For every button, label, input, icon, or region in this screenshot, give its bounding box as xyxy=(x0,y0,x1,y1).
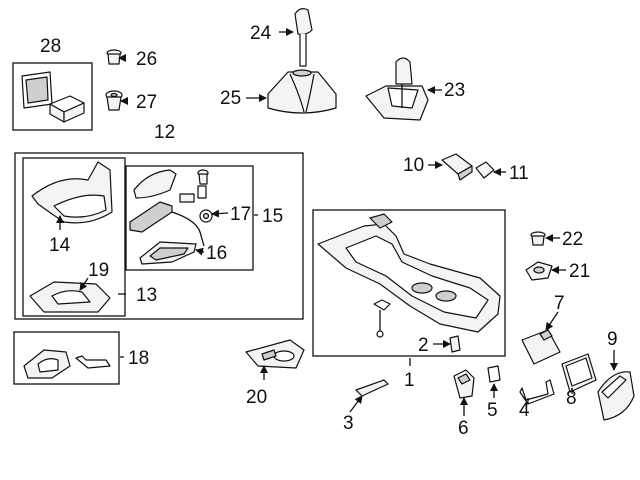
leaders xyxy=(56,28,618,416)
box-15 xyxy=(125,165,254,271)
label-15: 15 xyxy=(262,206,283,227)
part-14-trim-panel xyxy=(31,161,113,224)
part-21-socket xyxy=(525,261,553,281)
part-19-bezel xyxy=(29,281,111,313)
label-28: 28 xyxy=(40,36,61,57)
label-12: 12 xyxy=(154,122,175,143)
label-6: 6 xyxy=(458,418,469,439)
label-3: 3 xyxy=(343,413,354,434)
label-13: 13 xyxy=(136,285,157,306)
label-11: 11 xyxy=(509,163,529,184)
box-28 xyxy=(12,62,93,131)
label-19: 19 xyxy=(88,260,109,281)
box-1 xyxy=(312,209,506,357)
part-6-switch xyxy=(453,369,475,399)
part-24-shift-knob xyxy=(294,8,313,67)
part-22-clip xyxy=(530,231,546,246)
part-1-console xyxy=(317,213,501,338)
part-3-bracket xyxy=(355,379,389,397)
part-10-bracket xyxy=(441,153,473,181)
label-14: 14 xyxy=(49,235,71,256)
part-18-bezel xyxy=(23,349,111,379)
part-4-bracket xyxy=(519,379,555,405)
label-17: 17 xyxy=(230,204,251,225)
label-18: 18 xyxy=(128,348,149,369)
part-15-assembly xyxy=(129,169,213,265)
part-20-bezel xyxy=(245,339,305,369)
part-9-cover xyxy=(597,371,635,421)
label-7: 7 xyxy=(554,293,565,314)
part-5-pad xyxy=(487,365,501,383)
label-21: 21 xyxy=(569,261,590,282)
label-9: 9 xyxy=(607,329,618,350)
label-25: 25 xyxy=(220,88,241,109)
label-1: 1 xyxy=(404,370,415,391)
part-28-kit xyxy=(21,71,85,123)
box-12 xyxy=(14,152,304,320)
part-23-shifter xyxy=(365,57,429,121)
label-22: 22 xyxy=(562,229,583,250)
label-23: 23 xyxy=(444,80,465,101)
callouts: 1 2 3 4 5 6 7 8 9 10 11 12 13 14 15 16 1… xyxy=(40,23,618,439)
label-26: 26 xyxy=(136,49,157,70)
part-11-clip xyxy=(475,161,495,179)
box-18 xyxy=(13,331,120,385)
label-8: 8 xyxy=(566,388,577,409)
label-4: 4 xyxy=(519,400,530,421)
label-10: 10 xyxy=(403,155,424,176)
part-8-cover xyxy=(561,353,597,393)
part-27-grommet xyxy=(105,90,123,111)
label-2: 2 xyxy=(418,335,429,356)
label-27: 27 xyxy=(136,92,157,113)
part-2-clip xyxy=(449,335,461,353)
label-24: 24 xyxy=(250,23,272,44)
label-5: 5 xyxy=(487,400,498,421)
box-13 xyxy=(22,157,126,317)
part-7-panel xyxy=(521,329,561,365)
part-25-shift-boot xyxy=(267,69,337,114)
part-26-clip xyxy=(106,49,122,65)
label-16: 16 xyxy=(206,243,227,264)
label-20: 20 xyxy=(246,387,267,408)
